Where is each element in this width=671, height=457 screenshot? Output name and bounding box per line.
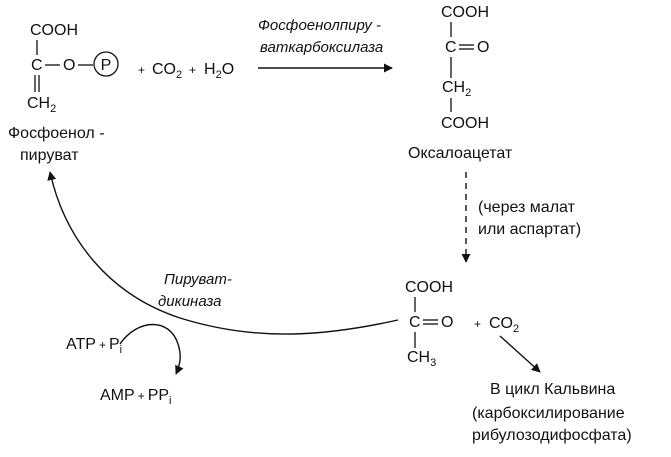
- plus-sign: +: [138, 63, 145, 77]
- regeneration-arc-arrow: [47, 171, 399, 335]
- enzyme-pepc-line2: ваткарбоксилаза: [260, 39, 383, 56]
- via-note-line1: (через малат: [478, 199, 576, 216]
- via-note-line2: или аспартат): [478, 221, 581, 238]
- co2-to-calvin-arrow: [499, 335, 541, 373]
- pep-carbon: C: [31, 57, 43, 74]
- pep-cooh: COOH: [30, 22, 78, 39]
- phosphoenolpyruvate-structure: COOH C O P CH2 Фосфоенол - пируват: [8, 22, 119, 164]
- pep-name-line1: Фосфоенол -: [8, 125, 105, 142]
- enzyme-ppdk-line2: дикиназа: [158, 293, 221, 310]
- decarboxylation: + CO2 В цикл Кальвина (карбоксилирование…: [472, 315, 632, 444]
- cofactor-curved-arrow: [119, 323, 184, 375]
- enzyme-ppdk-line1: Пируват-: [164, 271, 232, 288]
- pyr-carbon: C: [409, 314, 421, 331]
- calvin-line2: (карбоксилирование: [472, 405, 625, 422]
- oaa-ch2: CH2: [442, 79, 471, 99]
- reagents-co2-h2o: + CO2 + H2O: [138, 61, 234, 81]
- transfer-to-bundle-sheath: (через малат или аспартат): [461, 172, 581, 263]
- pyr-cooh: COOH: [405, 279, 453, 296]
- pep-name-line2: пируват: [20, 147, 79, 164]
- calvin-line1: В цикл Кальвина: [490, 381, 615, 398]
- pyr-ch3: CH3: [407, 349, 436, 369]
- phosphate-circle-icon: [93, 51, 119, 77]
- oxaloacetate-structure: COOH C O CH2 COOH Оксалоацетат: [408, 4, 513, 162]
- pep-phosphate: P: [101, 57, 112, 74]
- oaa-cooh-top: COOH: [441, 4, 489, 21]
- released-co2: CO2: [489, 315, 519, 335]
- calvin-line3: рибулозодифосфата): [472, 427, 632, 444]
- oaa-cooh-bottom: COOH: [441, 115, 489, 132]
- pyruvate-structure: COOH C O CH3: [405, 279, 453, 369]
- co2-formula: CO2: [152, 61, 182, 81]
- h2o-formula: H2O: [204, 61, 234, 81]
- cofactors-in: ATP+Pi: [66, 336, 122, 356]
- plus-sign: +: [474, 317, 481, 331]
- oaa-name: Оксалоацетат: [408, 145, 513, 162]
- pep-carboxylase-step: Фосфоенолпиру - ваткарбоксилаза: [258, 17, 393, 73]
- oaa-keto-oxygen: O: [477, 39, 489, 56]
- pep-oxygen: O: [63, 57, 75, 74]
- plus-sign: +: [189, 63, 196, 77]
- enzyme-pepc-line1: Фосфоенолпиру -: [258, 17, 381, 34]
- regeneration-cycle: Пируват- дикиназа ATP+Pi AMP+PPi: [47, 171, 399, 407]
- cofactors-out: AMP+PPi: [100, 387, 171, 407]
- pyr-keto-oxygen: O: [441, 314, 453, 331]
- pep-ch2: CH2: [27, 95, 56, 115]
- oaa-carbon: C: [445, 39, 457, 56]
